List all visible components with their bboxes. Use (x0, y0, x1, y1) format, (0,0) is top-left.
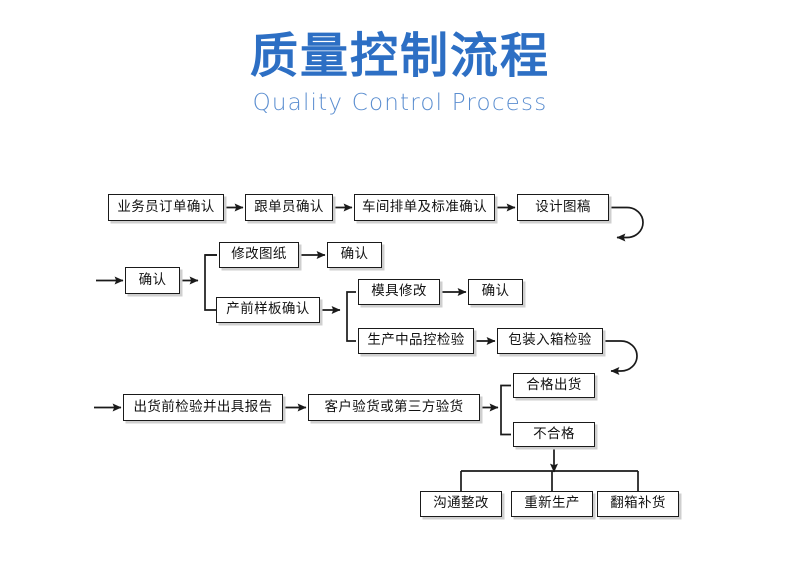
node-communicate-rectify[interactable]: 沟通整改 (420, 491, 502, 517)
node-pre-production-sample-confirm[interactable]: 产前样板确认 (216, 297, 320, 323)
node-confirm-after-drawing[interactable]: 确认 (327, 242, 382, 268)
page-title-chinese: 质量控制流程 (249, 28, 550, 84)
node-sales-order-confirm[interactable]: 业务员订单确认 (108, 194, 224, 221)
node-mold-revision[interactable]: 模具修改 (358, 279, 440, 305)
node-in-production-quality-inspection[interactable]: 生产中品控检验 (358, 328, 474, 354)
node-pre-shipment-inspection-report[interactable]: 出货前检验并出具报告 (123, 394, 283, 421)
node-confirm-row2[interactable]: 确认 (125, 267, 180, 294)
node-merchandiser-confirm[interactable]: 跟单员确认 (245, 194, 333, 221)
connector-row2-return-loop (603, 340, 638, 375)
node-repack-replenish[interactable]: 翻箱补货 (597, 491, 679, 517)
node-customer-or-third-party-inspection[interactable]: 客户验货或第三方验货 (308, 394, 480, 421)
node-confirm-after-mold[interactable]: 确认 (468, 279, 523, 305)
page-subtitle-english: Quality Control Process (252, 90, 548, 116)
node-revise-drawing[interactable]: 修改图纸 (219, 242, 299, 268)
connector-branch-bracket-2 (346, 291, 356, 342)
connector-branch-bracket-3 (500, 384, 511, 436)
connector-row1-return-loop (609, 206, 644, 242)
node-reproduce[interactable]: 重新生产 (511, 491, 593, 517)
node-packing-carton-inspection[interactable]: 包装入箱检验 (497, 328, 603, 354)
node-qualified-shipment[interactable]: 合格出货 (513, 373, 595, 398)
node-unqualified[interactable]: 不合格 (513, 422, 595, 447)
node-design-draft[interactable]: 设计图稿 (517, 194, 609, 221)
node-workshop-schedule-standard-confirm[interactable]: 车间排单及标准确认 (354, 194, 495, 221)
